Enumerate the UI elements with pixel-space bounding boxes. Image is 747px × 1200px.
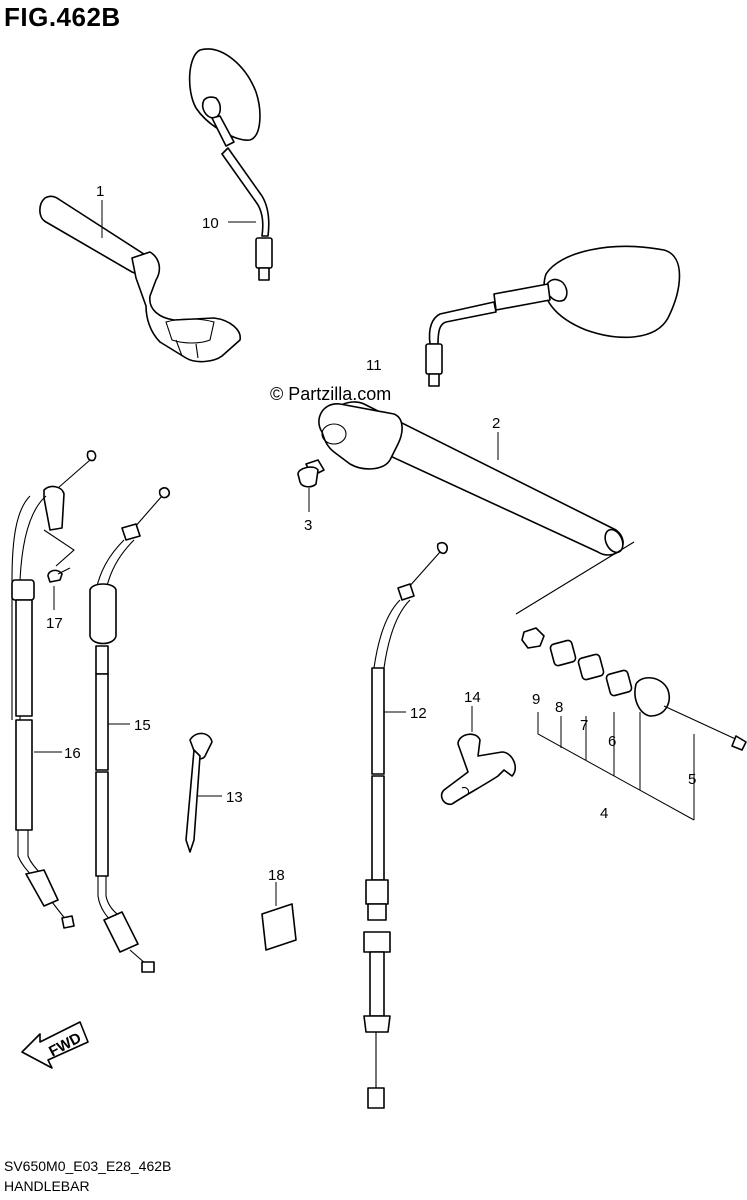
- callout-6: 6: [608, 733, 616, 750]
- callout-4-bracket: [537, 712, 695, 821]
- part-9-bolt[interactable]: [521, 627, 545, 649]
- part-12-clutch-cable[interactable]: [363, 541, 449, 1109]
- callout-17: 17: [46, 615, 63, 632]
- callout-13: 13: [226, 789, 243, 806]
- part-2-handlebar[interactable]: [318, 401, 626, 556]
- part-7-spacer[interactable]: [577, 653, 605, 681]
- callout-8: 8: [555, 699, 563, 716]
- callout-9: 9: [532, 691, 540, 708]
- bar-end-link-line: [515, 541, 635, 615]
- callout-12: 12: [410, 705, 427, 722]
- callout-16: 16: [64, 745, 81, 762]
- fwd-arrow-icon: FWD: [21, 1021, 89, 1069]
- part-17-screw[interactable]: [47, 567, 71, 583]
- callout-10: 10: [202, 215, 219, 232]
- callout-2: 2: [492, 415, 500, 432]
- figure-title: FIG.462B: [4, 2, 121, 32]
- part-14-bracket[interactable]: [440, 733, 517, 806]
- callout-15: 15: [134, 717, 151, 734]
- callout-4: 4: [600, 805, 608, 822]
- part-13-cable-tie[interactable]: [185, 732, 213, 853]
- watermark: © Partzilla.com: [270, 384, 391, 404]
- callout-5: 5: [688, 771, 696, 788]
- diagram-name: HANDLEBAR: [4, 1178, 90, 1194]
- callout-7: 7: [580, 717, 588, 734]
- part-15-throttle-cable[interactable]: [89, 487, 171, 973]
- callout-3: 3: [304, 517, 312, 534]
- part-1-grip[interactable]: [39, 195, 241, 363]
- part-10-left-mirror[interactable]: [188, 48, 273, 281]
- part-11-right-mirror[interactable]: [425, 245, 681, 387]
- part-8-spacer[interactable]: [549, 639, 577, 667]
- callout-18: 18: [268, 867, 285, 884]
- callout-11: 11: [366, 357, 382, 374]
- part-16-throttle-cable[interactable]: [11, 450, 97, 929]
- diagram-code: SV650M0_E03_E28_462B: [4, 1158, 172, 1174]
- part-6-spacer[interactable]: [605, 669, 633, 697]
- callout-14: 14: [464, 689, 481, 706]
- part-3-bolt[interactable]: [297, 459, 325, 488]
- screw-link-line: [43, 529, 75, 567]
- part-5-bar-end-weight[interactable]: [634, 677, 747, 751]
- part-18-label[interactable]: [261, 903, 297, 951]
- callout-1: 1: [96, 183, 104, 200]
